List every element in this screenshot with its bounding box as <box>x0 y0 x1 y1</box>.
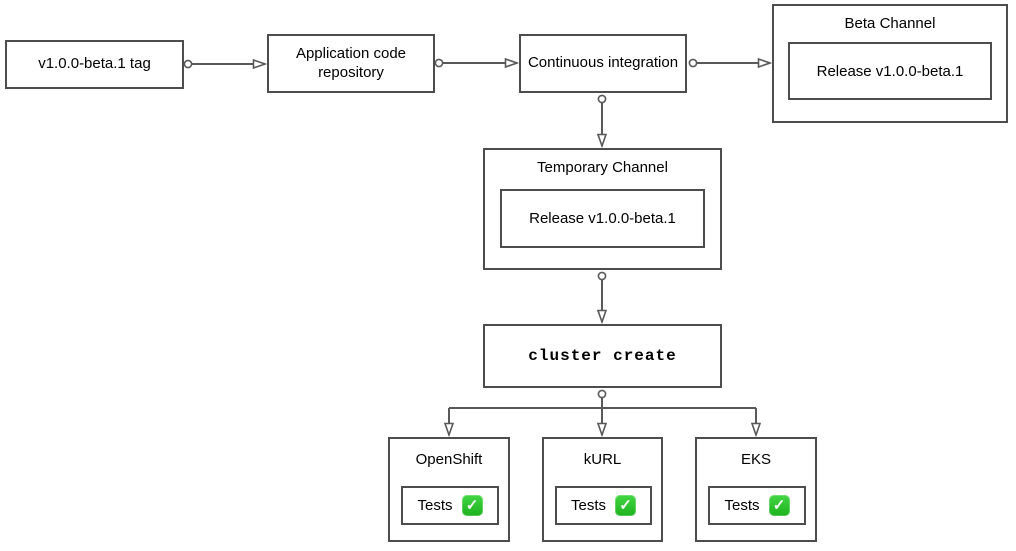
check-mark-icon: ✓ <box>768 495 790 516</box>
check-mark-icon: ✓ <box>615 495 636 516</box>
beta-channel-title: Beta Channel <box>844 15 936 32</box>
node-cluster-create: cluster create <box>483 324 722 388</box>
node-application-code-repository: Application code repository <box>267 34 435 93</box>
cluster-openshift-tests-box: Tests ✓ <box>401 486 499 525</box>
tests-label: Tests <box>724 497 760 514</box>
node-continuous-integration-label: Continuous integration <box>527 54 679 72</box>
node-version-tag: v1.0.0-beta.1 tag <box>5 40 184 89</box>
node-version-tag-label: v1.0.0-beta.1 tag <box>38 55 151 73</box>
beta-channel-release-label: Release v1.0.0-beta.1 <box>816 62 964 80</box>
node-cluster-create-label: cluster create <box>528 347 677 365</box>
node-beta-channel: Beta Channel Release v1.0.0-beta.1 <box>772 4 1008 123</box>
cluster-eks-tests-box: Tests ✓ <box>708 486 806 525</box>
beta-channel-release-box: Release v1.0.0-beta.1 <box>788 42 992 100</box>
node-temporary-channel: Temporary Channel Release v1.0.0-beta.1 <box>483 148 722 270</box>
node-cluster-openshift: OpenShift Tests ✓ <box>388 437 510 542</box>
cluster-kurl-tests-box: Tests ✓ <box>555 486 652 525</box>
temporary-channel-title: Temporary Channel <box>537 159 668 176</box>
node-continuous-integration: Continuous integration <box>519 34 687 93</box>
check-mark-icon: ✓ <box>461 495 483 516</box>
node-cluster-kurl: kURL Tests ✓ <box>542 437 663 542</box>
tests-label: Tests <box>570 497 606 514</box>
cluster-kurl-title: kURL <box>583 451 622 468</box>
cluster-openshift-title: OpenShift <box>415 451 483 468</box>
temporary-channel-release-label: Release v1.0.0-beta.1 <box>529 210 676 227</box>
tests-label: Tests <box>417 497 453 514</box>
node-cluster-eks: EKS Tests ✓ <box>695 437 817 542</box>
temporary-channel-release-box: Release v1.0.0-beta.1 <box>500 189 705 248</box>
cluster-eks-title: EKS <box>740 451 771 468</box>
node-application-code-repository-label: Application code repository <box>295 44 407 81</box>
